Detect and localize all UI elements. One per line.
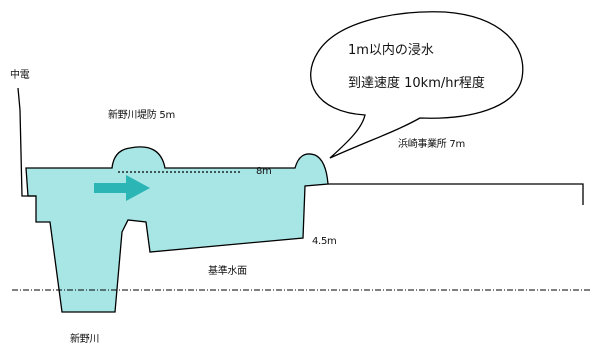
label-level-8m: 8m	[256, 166, 272, 177]
label-datum: 基準水面	[208, 266, 247, 277]
label-hamasaki-site: 浜崎事業所 7m	[398, 139, 465, 150]
ground-line-right	[328, 183, 584, 205]
left-bank-outline	[17, 87, 36, 197]
callout-line-2: 到達速度 10km/hr程度	[348, 76, 485, 91]
label-river: 新野川	[70, 334, 100, 345]
flow-arrow	[94, 175, 150, 201]
label-level-4-5m: 4.5m	[312, 236, 337, 247]
label-chuden: 中電	[10, 70, 30, 81]
flood-water-area	[25, 146, 329, 313]
callout-line-1: 1m以内の浸水	[348, 43, 434, 58]
callout-bubble	[310, 11, 524, 159]
label-levee: 新野川堤防 5m	[108, 110, 175, 121]
